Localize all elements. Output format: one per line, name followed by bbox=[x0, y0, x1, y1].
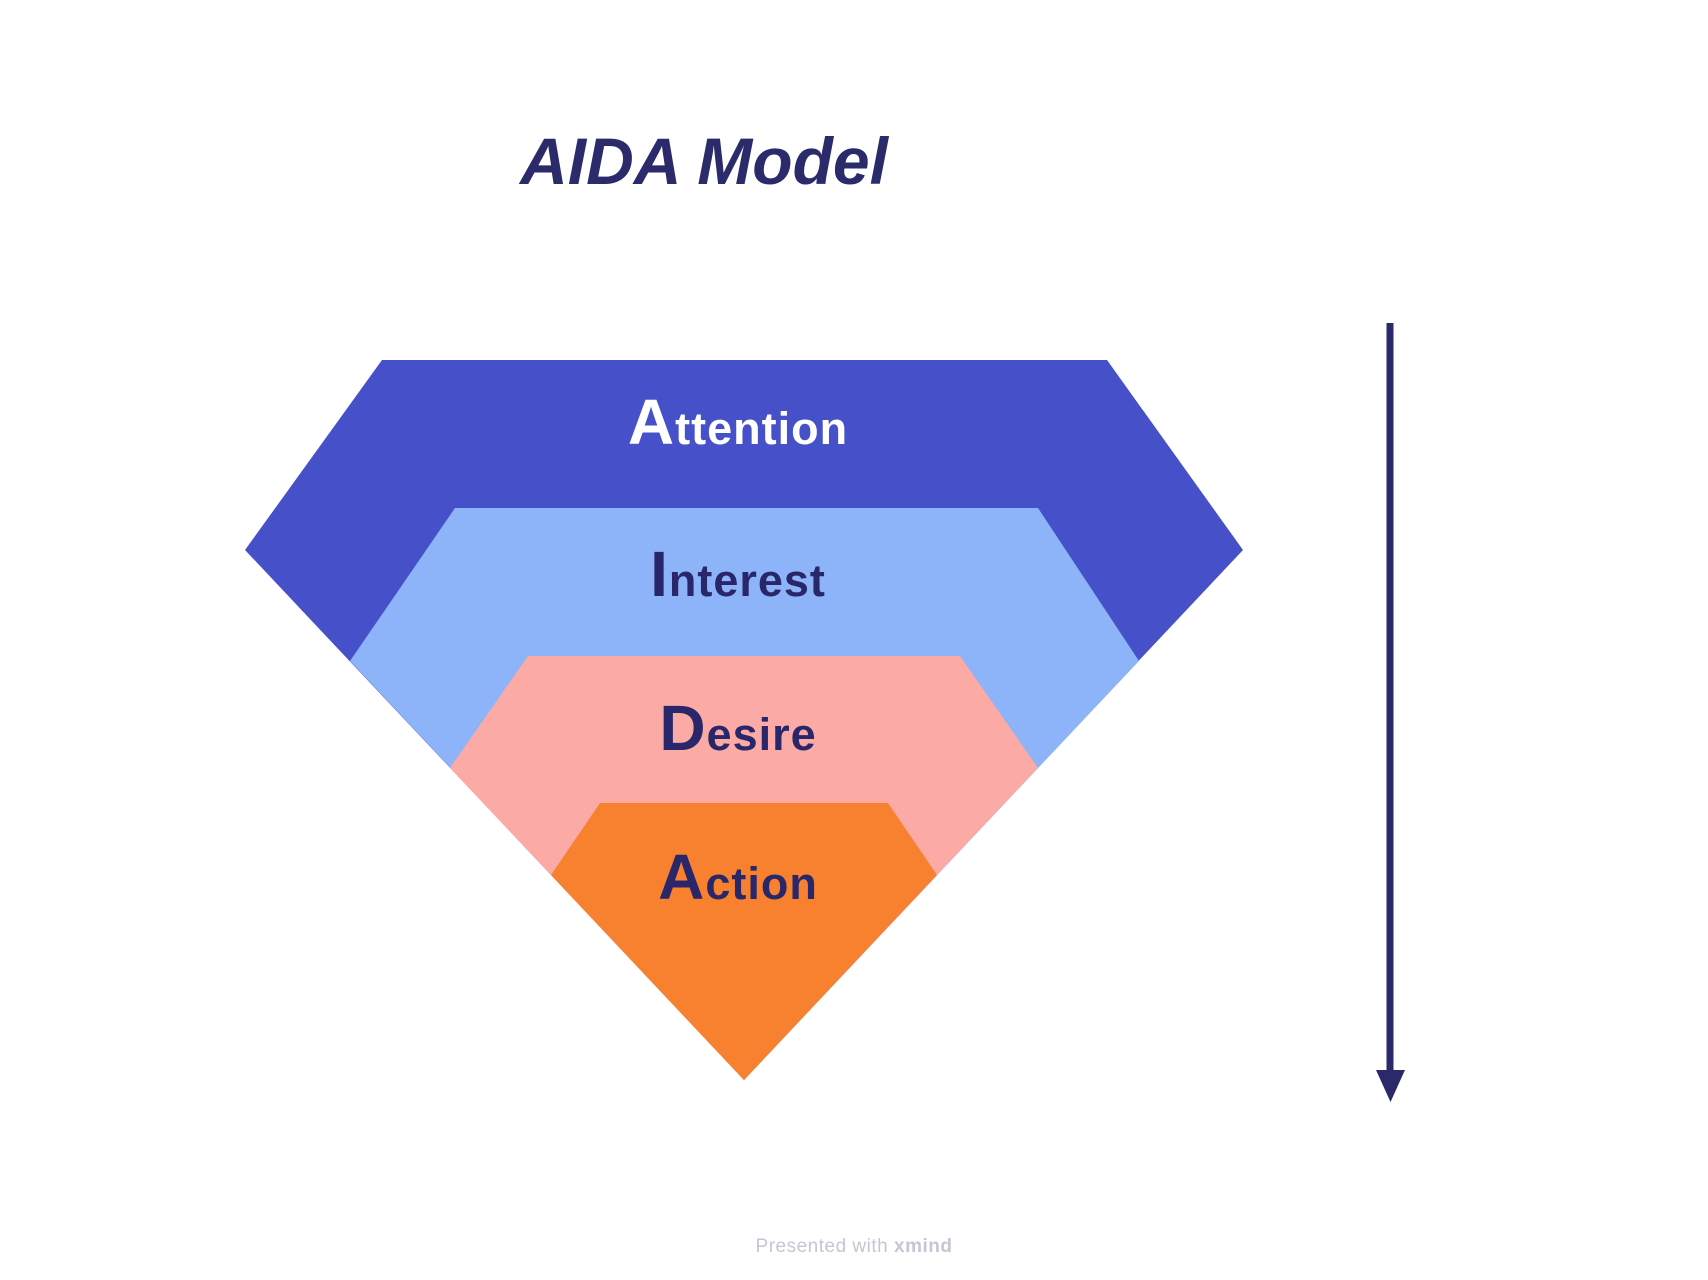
down-arrow bbox=[1376, 323, 1405, 1102]
funnel-label-interest: Interest bbox=[238, 500, 1238, 648]
page-title: AIDA Model bbox=[520, 124, 888, 198]
funnel-layer-action bbox=[551, 803, 937, 1080]
action-initial: A bbox=[658, 841, 706, 913]
interest-rest: nterest bbox=[668, 555, 826, 606]
watermark: Presented with xmind bbox=[0, 1236, 1708, 1258]
down-arrow-head bbox=[1376, 1070, 1405, 1102]
funnel-label-action: Action bbox=[238, 803, 1238, 951]
action-rest: ction bbox=[705, 858, 818, 909]
desire-initial: D bbox=[659, 692, 707, 764]
watermark-brand: xmind bbox=[894, 1236, 953, 1257]
attention-rest: ttention bbox=[675, 403, 849, 454]
desire-rest: esire bbox=[706, 709, 817, 760]
interest-initial: I bbox=[650, 538, 669, 610]
funnel-label-desire: Desire bbox=[238, 654, 1238, 802]
funnel-label-attention: Attention bbox=[238, 348, 1238, 496]
watermark-text: Presented with bbox=[755, 1236, 894, 1257]
attention-initial: A bbox=[627, 386, 676, 458]
